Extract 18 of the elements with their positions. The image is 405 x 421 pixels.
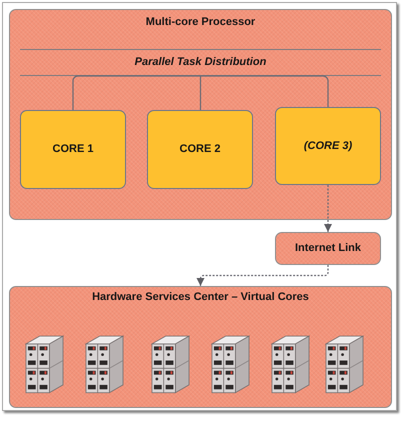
connector-line (200, 75, 329, 107)
panel-title: Multi-core Processor (146, 16, 256, 29)
core-box (275, 107, 381, 185)
connector-line (200, 76, 202, 110)
panel-title: Hardware Services Center – Virtual Cores (92, 291, 309, 304)
core-box (20, 110, 126, 189)
link-box (275, 232, 381, 265)
core-box (147, 110, 253, 189)
services-panel (9, 286, 392, 408)
core-label: CORE 2 (180, 143, 220, 156)
distribution-band (20, 49, 381, 76)
band-title: Parallel Task Distribution (134, 56, 266, 69)
arrow (324, 185, 332, 232)
processor-panel (9, 9, 392, 220)
core-label: CORE 1 (52, 143, 94, 156)
connector-line (72, 75, 200, 110)
core-label: (CORE 3) (304, 140, 352, 152)
link-label: Internet Link (294, 242, 361, 255)
